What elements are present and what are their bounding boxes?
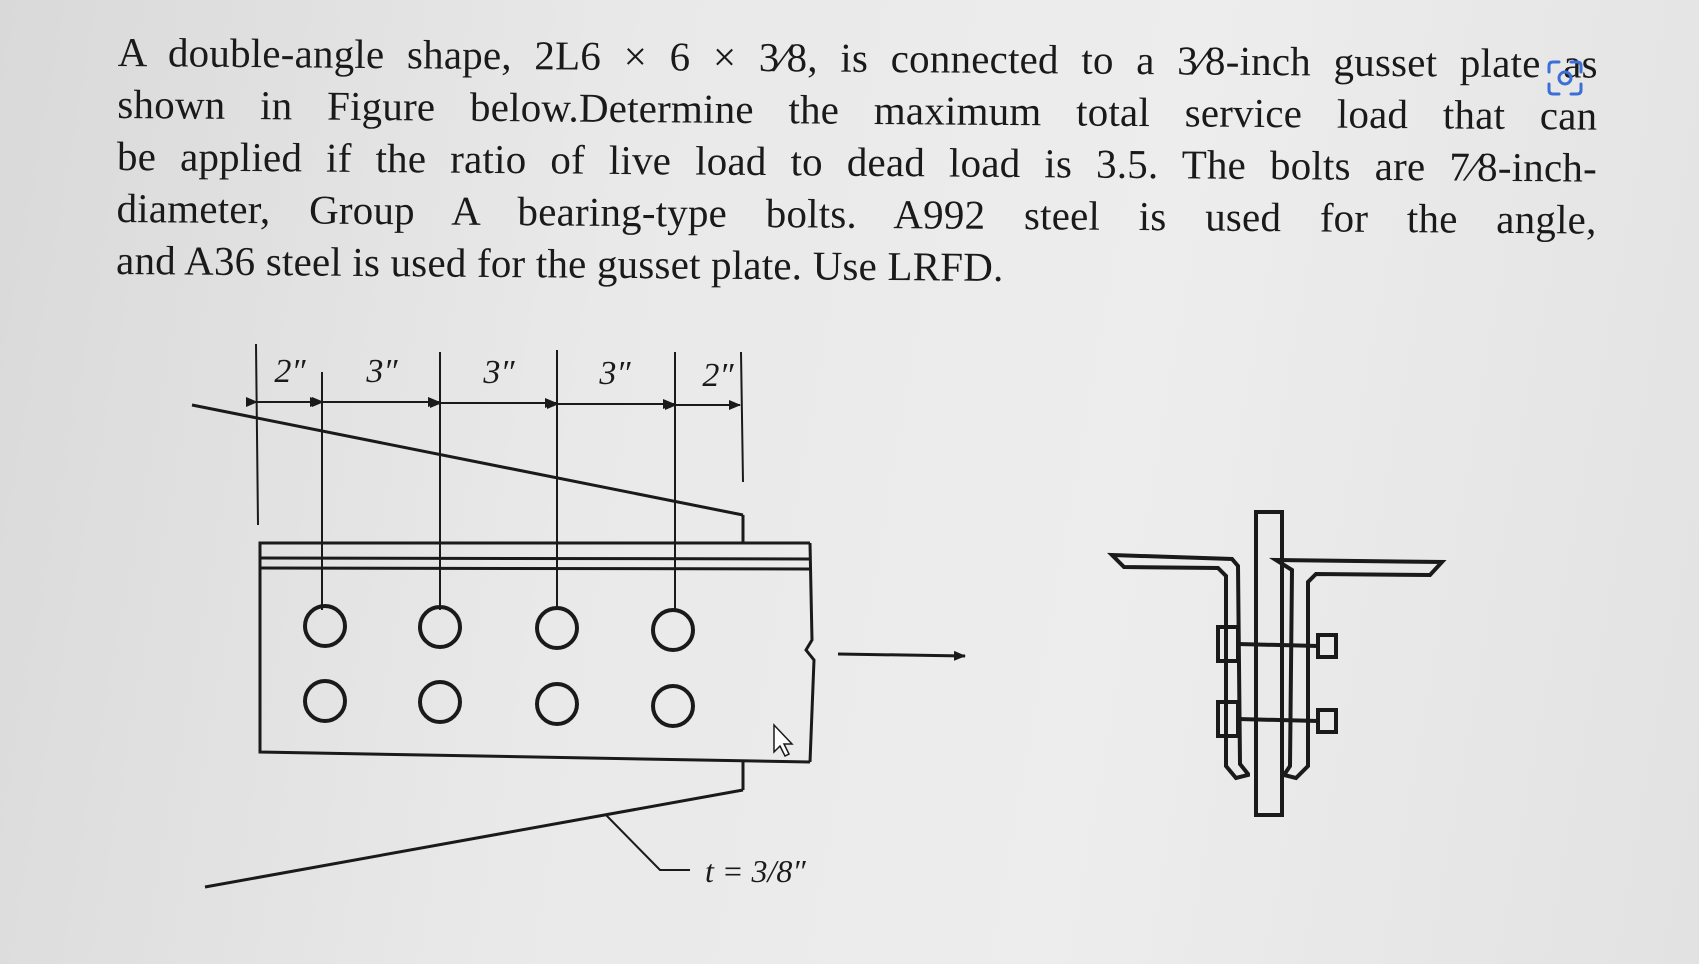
dimension-label-1: 2″: [274, 353, 306, 390]
angle-cross-section: [1107, 510, 1447, 817]
dimension-labels: 2″ 3″ 3″ 3″ 2″: [274, 353, 734, 394]
bolt-shank: [1237, 642, 1319, 648]
bolt-hole: [651, 608, 695, 652]
bolt-hole: [535, 682, 579, 726]
bolt-nut: [1316, 708, 1338, 734]
gusset-section: [1254, 510, 1284, 817]
dimension-label-5: 2″: [702, 357, 734, 394]
dimension-arrows: [246, 397, 741, 410]
angle-section-side: [258, 541, 816, 764]
bolt-hole: [651, 684, 695, 728]
dimension-label-4: 3″: [598, 355, 631, 392]
thickness-label: t = 3/8″: [705, 853, 806, 889]
bolt-hole: [303, 604, 347, 648]
bolt-shank: [1237, 717, 1319, 723]
bolt-hole: [418, 680, 462, 724]
load-arrow: [837, 650, 966, 661]
mouse-pointer-icon: [773, 723, 794, 758]
bolt-hole: [535, 606, 579, 650]
bolt-holes: [303, 604, 695, 728]
right-angle-leg: [1268, 557, 1447, 781]
dimension-extension-lines: [255, 343, 744, 610]
bolt-hole: [418, 605, 462, 649]
visual-search-icon[interactable]: [1545, 58, 1585, 98]
thickness-leader: [605, 814, 690, 871]
bolt-nut: [1316, 633, 1338, 659]
dimension-label-2: 3″: [365, 353, 398, 390]
bolt-hole: [303, 679, 347, 723]
gusset-plate: [191, 403, 745, 889]
left-angle-leg: [1107, 552, 1250, 781]
dimension-label-3: 3″: [482, 354, 515, 391]
